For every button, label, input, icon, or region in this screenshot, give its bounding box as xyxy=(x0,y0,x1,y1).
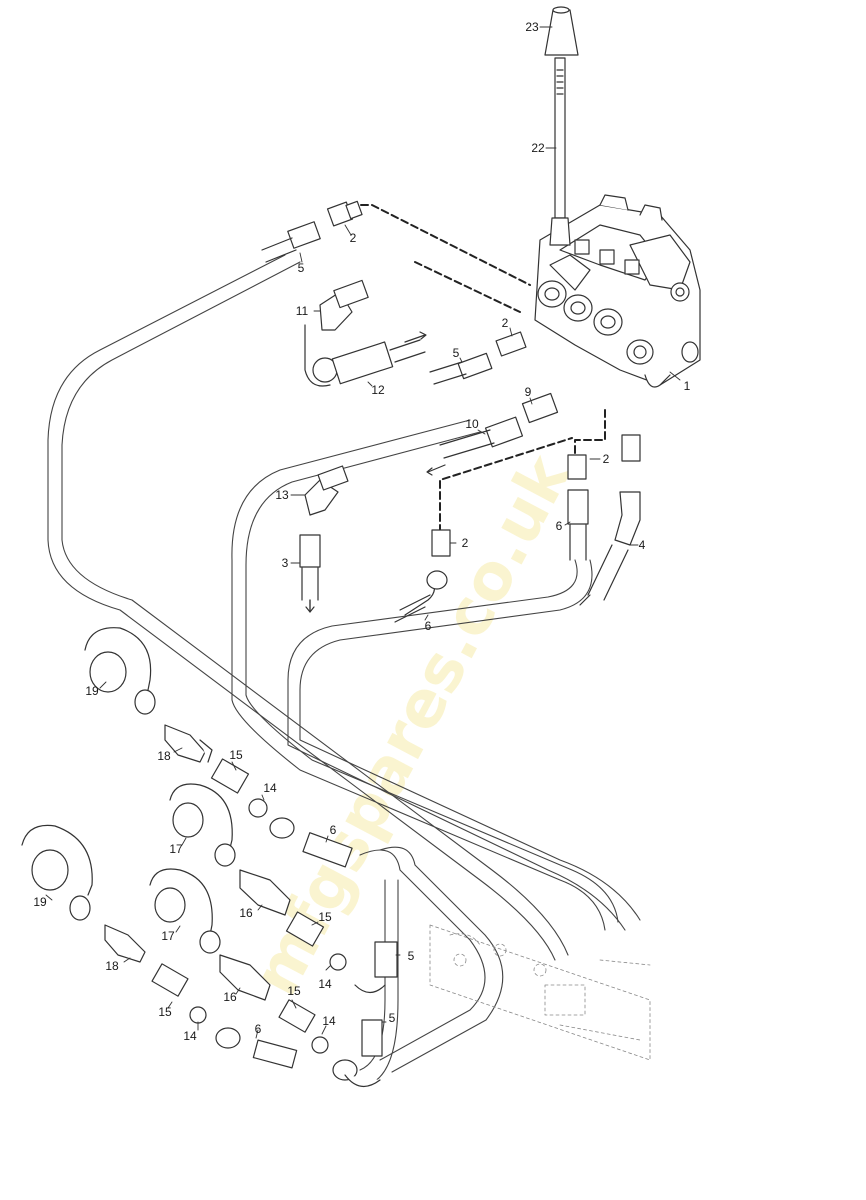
o-ring-14c xyxy=(189,1006,207,1024)
callout-12: 12 xyxy=(371,383,385,397)
callout-19: 19 xyxy=(85,684,99,698)
leader-lines xyxy=(45,26,681,1039)
callout-16: 16 xyxy=(239,906,253,920)
callout-22: 22 xyxy=(531,141,545,155)
hose-end-5a xyxy=(261,221,321,263)
hose-end-6a xyxy=(567,489,589,561)
callout-2: 2 xyxy=(502,316,509,330)
o-ring-14d xyxy=(311,1036,329,1054)
control-lever xyxy=(549,57,571,246)
callout-9: 9 xyxy=(525,385,532,399)
coupler-16a xyxy=(239,869,291,916)
adapter-fitting-2b xyxy=(495,331,527,357)
callout-5: 5 xyxy=(453,346,460,360)
coupler-15c xyxy=(151,963,189,997)
o-ring-14b xyxy=(329,953,347,971)
callout-5: 5 xyxy=(298,261,305,275)
elbow-fitting-11 xyxy=(319,279,369,331)
hose-12 xyxy=(304,324,426,387)
callout-6: 6 xyxy=(255,1022,262,1036)
callout-15: 15 xyxy=(158,1005,172,1019)
callout-23: 23 xyxy=(525,20,539,34)
callout-5: 5 xyxy=(389,1011,396,1025)
adapter-fitting-2d xyxy=(431,529,451,557)
hose-end-5b xyxy=(429,352,493,385)
hose-routing xyxy=(47,254,641,1085)
callout-1: 1 xyxy=(684,379,691,393)
mounting-frame xyxy=(429,924,651,1061)
callout-15: 15 xyxy=(318,910,332,924)
callout-14: 14 xyxy=(318,977,332,991)
coupler-16b xyxy=(219,954,271,1001)
callout-10: 10 xyxy=(465,417,479,431)
hose-end-6c xyxy=(269,817,353,868)
callout-2: 2 xyxy=(603,452,610,466)
callout-14: 14 xyxy=(263,781,277,795)
hose-6b xyxy=(394,570,448,623)
hose-end-10 xyxy=(439,416,524,459)
lever-knob xyxy=(544,6,579,56)
callout-3: 3 xyxy=(282,556,289,570)
adapter-fitting-2c xyxy=(567,434,641,480)
flow-arrows xyxy=(305,331,591,613)
callout-19: 19 xyxy=(33,895,47,909)
dust-cap-19b xyxy=(21,824,93,921)
callout-17: 17 xyxy=(169,842,183,856)
coupler-18b xyxy=(104,924,146,963)
coupler-15a xyxy=(210,758,250,794)
callout-6: 6 xyxy=(425,619,432,633)
callout-15: 15 xyxy=(229,748,243,762)
hose-end-3 xyxy=(299,534,321,611)
callout-13: 13 xyxy=(275,488,289,502)
elbow-fitting-13 xyxy=(304,465,349,516)
adapter-fitting-2a xyxy=(326,200,363,227)
hose-end-5c xyxy=(354,941,398,994)
dust-cap-19a xyxy=(84,627,156,715)
dust-cap-17b xyxy=(149,868,221,954)
callout-labels: 23 22 2 5 11 2 5 12 1 9 10 2 13 6 4 2 3 … xyxy=(33,20,690,1043)
callout-18: 18 xyxy=(105,959,119,973)
callout-14: 14 xyxy=(183,1029,197,1043)
callout-6: 6 xyxy=(556,519,563,533)
callout-2: 2 xyxy=(462,536,469,550)
dust-cap-17a xyxy=(169,783,236,867)
coupler-15d xyxy=(278,999,316,1033)
hose-end-4 xyxy=(587,491,641,601)
callout-4: 4 xyxy=(639,538,646,552)
hose-end-5d xyxy=(344,1019,383,1087)
coupler-18a xyxy=(164,724,213,763)
callout-15: 15 xyxy=(287,984,301,998)
callout-17: 17 xyxy=(161,929,175,943)
callout-11: 11 xyxy=(296,304,309,318)
callout-5: 5 xyxy=(408,949,415,963)
o-ring-14a xyxy=(248,798,268,818)
callout-18: 18 xyxy=(157,749,171,763)
coupler-15b xyxy=(285,911,325,947)
callout-6: 6 xyxy=(330,823,337,837)
callout-2: 2 xyxy=(350,231,357,245)
callout-14: 14 xyxy=(322,1014,336,1028)
callout-16: 16 xyxy=(223,990,237,1004)
control-valve-block xyxy=(534,194,701,388)
hose-end-6d xyxy=(215,1027,358,1081)
